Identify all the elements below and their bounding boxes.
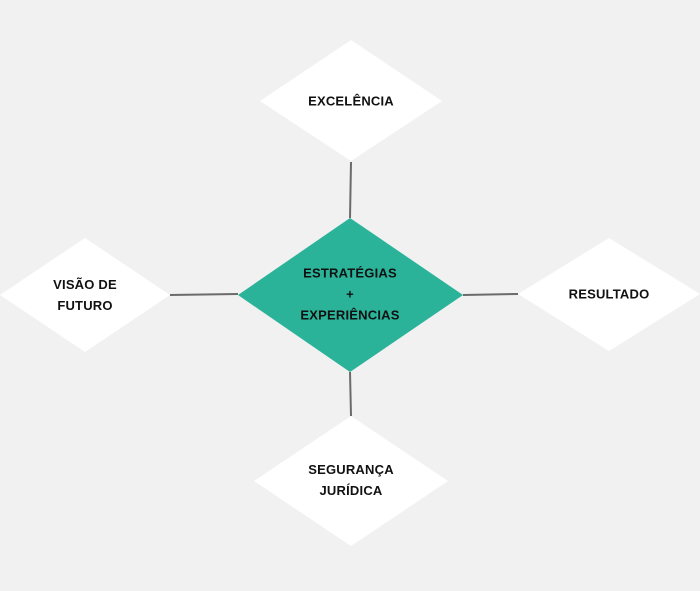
node-left-diamond — [0, 238, 170, 352]
node-top-label: EXCELÊNCIA — [308, 91, 394, 112]
connector-top — [349, 161, 352, 219]
connector-right — [462, 293, 519, 296]
node-top-line-1: EXCELÊNCIA — [308, 93, 394, 109]
node-bottom-label: SEGURANÇA JURÍDICA — [308, 459, 394, 501]
node-left-line-2: FUTURO — [57, 298, 113, 313]
node-center-line-2: + — [346, 286, 354, 302]
node-bottom-line-1: SEGURANÇA — [308, 462, 394, 477]
node-right-diamond — [518, 238, 700, 351]
node-center-diamond — [238, 218, 463, 372]
node-center-line-1: ESTRATÉGIAS — [303, 265, 397, 281]
node-left-label: VISÃO DE FUTURO — [53, 274, 117, 316]
node-left-line-1: VISÃO DE — [53, 277, 117, 292]
node-center-label: ESTRATÉGIAS + EXPERIÊNCIAS — [300, 263, 399, 326]
node-center-line-3: EXPERIÊNCIAS — [300, 307, 400, 323]
node-right-label: RESULTADO — [569, 284, 650, 305]
node-top-diamond — [260, 40, 442, 161]
connector-bottom — [349, 371, 352, 417]
node-bottom-diamond — [254, 416, 448, 546]
connector-left — [169, 293, 239, 296]
node-right-line-1: RESULTADO — [568, 286, 650, 302]
node-bottom-line-2: JURÍDICA — [319, 483, 383, 498]
